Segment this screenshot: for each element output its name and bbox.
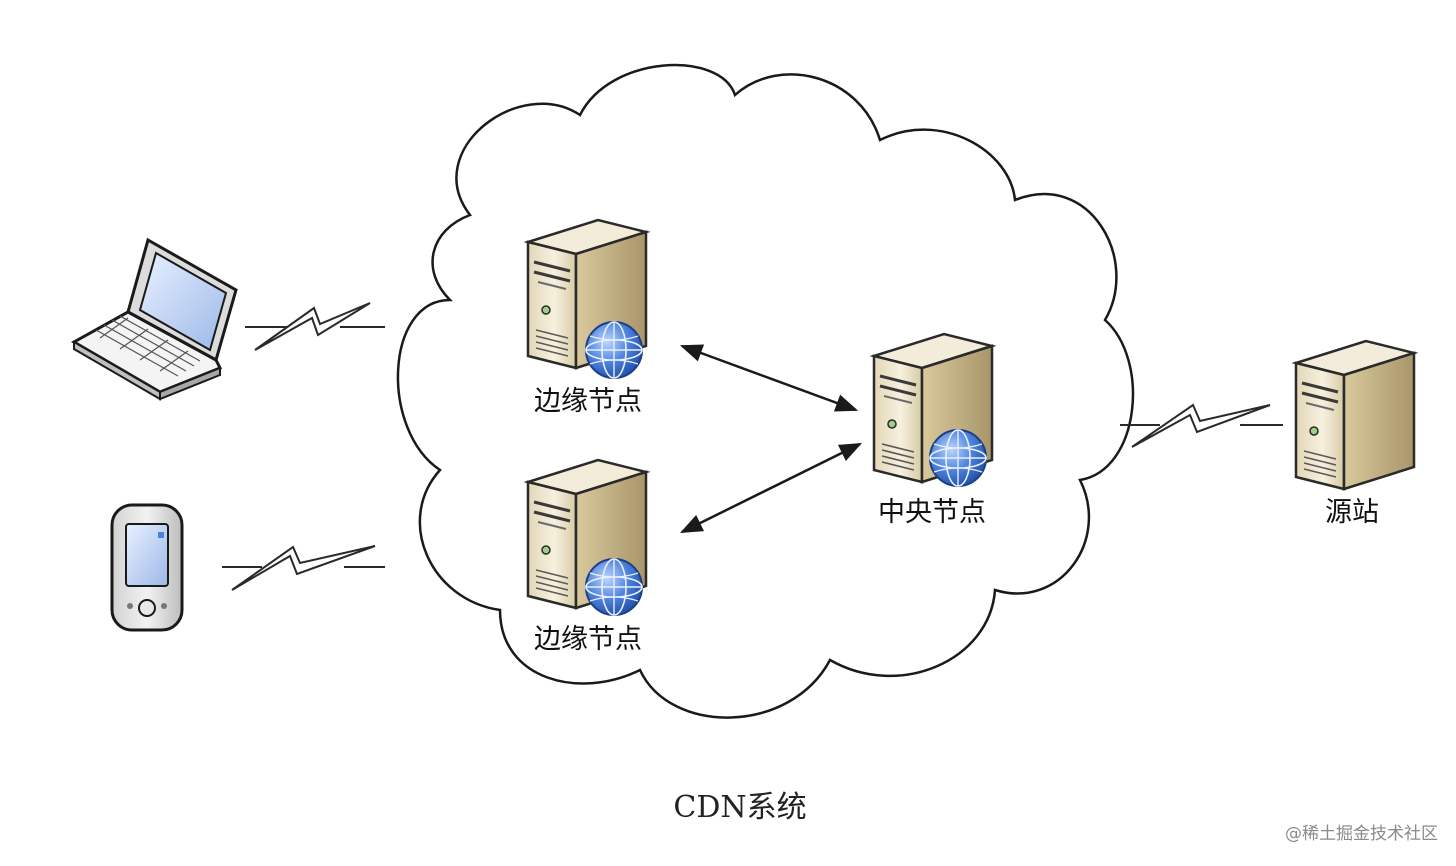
edge-bottom-central-arrow xyxy=(679,442,863,534)
laptop-icon xyxy=(70,237,238,401)
edge-node-bottom-label: 边缘节点 xyxy=(534,624,642,655)
edge-node-top-label: 边缘节点 xyxy=(534,386,642,417)
origin-label: 源站 xyxy=(1325,497,1379,528)
origin-server-icon xyxy=(1294,339,1416,491)
origin-wireless-link xyxy=(1120,403,1283,448)
mobile-phone-icon xyxy=(110,503,184,632)
edge-server-top-icon xyxy=(526,218,648,379)
central-server-icon xyxy=(872,332,994,487)
phone-wireless-link xyxy=(222,545,385,591)
cdn-cloud xyxy=(396,63,1135,719)
edge-top-central-arrow xyxy=(679,344,859,412)
central-node-label: 中央节点 xyxy=(878,497,986,528)
cdn-system-caption: CDN系统 xyxy=(673,790,806,825)
laptop-wireless-link xyxy=(245,302,385,351)
watermark: @稀土掘金技术社区 xyxy=(1285,824,1438,844)
edge-server-bottom-icon xyxy=(526,458,648,616)
